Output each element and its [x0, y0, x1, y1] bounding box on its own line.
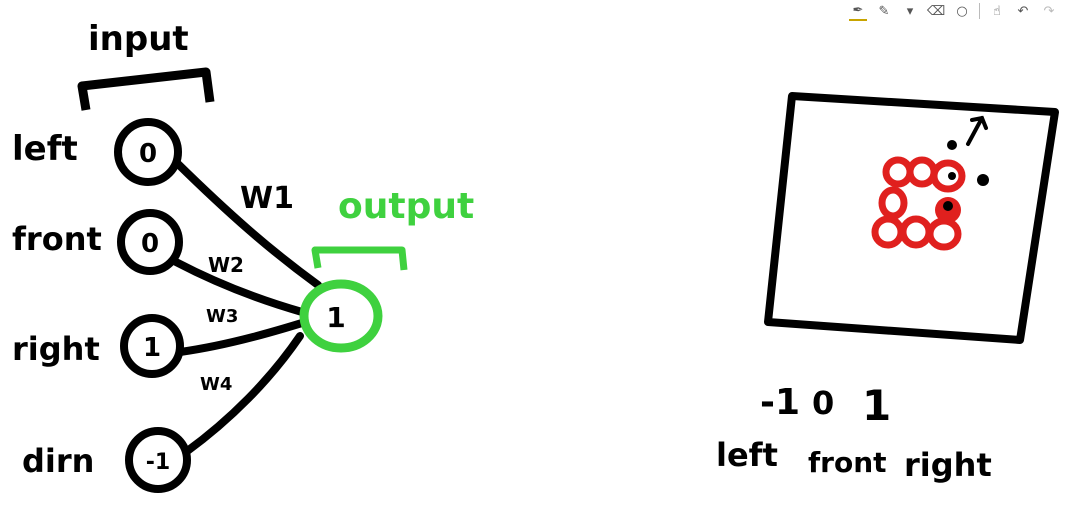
connection-dirn [182, 332, 304, 456]
input-node-dirn: -1 [125, 427, 191, 493]
drawing-toolbar: ✒ ✎ ▾ ⌫ ○ ☝ ↶ ↷ [849, 0, 1058, 22]
scale-value-one: 1 [862, 381, 891, 430]
input-node-right: 1 [120, 314, 184, 378]
sensor-dot-front [947, 140, 957, 150]
input-value-right: 1 [143, 333, 161, 363]
pen-icon[interactable]: ✎ [878, 3, 890, 19]
input-label-dirn: dirn [22, 442, 94, 480]
weight-label-3: W3 [206, 306, 238, 327]
environment-box [764, 92, 1059, 344]
input-value-front: 0 [141, 229, 159, 259]
highlighter-icon[interactable]: ▾ [906, 3, 914, 19]
shape-icon[interactable]: ○ [956, 3, 968, 19]
weight-label-4: W4 [200, 374, 232, 395]
output-node: 1 [299, 279, 383, 353]
eraser-icon[interactable]: ⌫ [926, 3, 946, 19]
toolbar-divider [979, 3, 980, 19]
input-label: input [88, 19, 189, 59]
sensor-dot-right [977, 174, 989, 186]
sensor-dot-center [948, 172, 956, 180]
ballpoint-pen-icon[interactable]: ✒ [849, 1, 867, 21]
input-node-left: 0 [114, 118, 182, 186]
input-label-left: left [12, 129, 78, 169]
scale-value-zero: 0 [812, 384, 834, 422]
direction-arrow-icon [966, 115, 988, 146]
agent-center-dot [943, 201, 953, 211]
undo-icon[interactable]: ↶ [1017, 3, 1029, 19]
scale-label-front: front [808, 446, 887, 479]
input-bracket [77, 67, 215, 111]
connection-front [172, 258, 306, 316]
scale-value-minus-one: -1 [760, 382, 800, 423]
scale-label-right: right [904, 446, 992, 484]
scale-label-left: left [716, 436, 778, 474]
input-node-front: 0 [117, 209, 183, 275]
output-label: output [338, 186, 474, 227]
redo-icon[interactable]: ↷ [1043, 3, 1055, 19]
output-bracket [311, 246, 408, 271]
input-label-right: right [12, 330, 100, 368]
input-value-dirn: -1 [146, 450, 170, 475]
output-value: 1 [326, 301, 345, 334]
connection-left [172, 158, 322, 289]
weight-label-2: W2 [208, 253, 244, 277]
input-label-front: front [12, 220, 102, 258]
input-value-left: 0 [139, 139, 157, 169]
weight-label-1: W1 [240, 181, 294, 216]
touch-writing-icon[interactable]: ☝ [993, 3, 1001, 19]
